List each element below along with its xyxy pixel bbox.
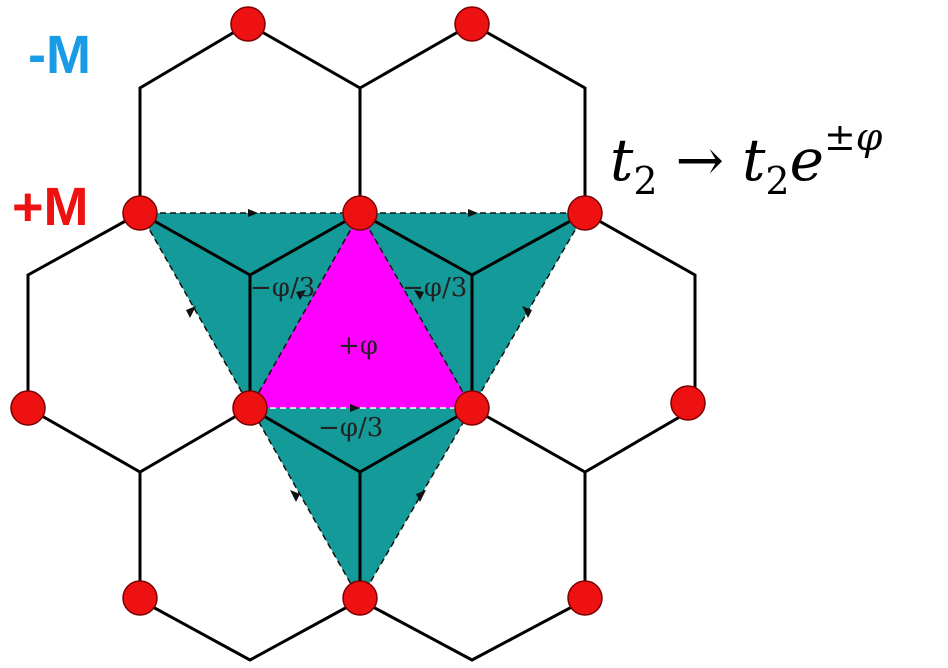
plus-m-label: +M [12,177,89,237]
lattice-site [342,580,378,616]
flux-label-top-left: −φ/3 [250,273,315,303]
hopping-phase-formula: t2→t2e±φ [610,118,882,200]
hopping-direction-arrows [186,209,532,502]
flux-label-top-right: −φ/3 [402,273,467,303]
lattice-site [670,385,706,421]
lattice-sites [10,6,706,616]
lattice-site [567,195,603,231]
lattice-site [122,580,158,616]
lattice-site [10,390,46,426]
lattice-site [232,390,268,426]
lattice-site [567,580,603,616]
formula-rhs-exponent: ±φ [823,115,883,159]
formula-rhs-exp-base: e [789,126,824,194]
lattice-site [454,6,490,42]
flux-label-center: +φ [338,331,378,361]
flux-label-bottom: −φ/3 [318,413,383,443]
formula-rhs-sub: 2 [765,159,790,203]
minus-m-label: -M [28,25,91,85]
formula-lhs-sub: 2 [633,159,658,203]
lattice-site [342,195,378,231]
formula-rhs-base: t [742,126,766,194]
magenta-flux-region [250,213,472,408]
lattice-site [122,195,158,231]
formula-arrow: → [675,126,725,194]
lattice-site [230,6,266,42]
lattice-site [454,390,490,426]
formula-lhs-base: t [610,126,634,194]
